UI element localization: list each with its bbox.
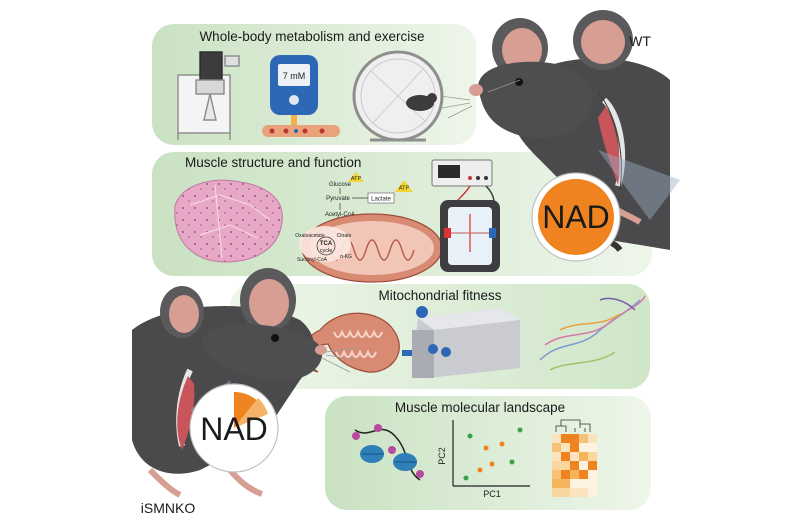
heatmap-cell xyxy=(561,434,570,443)
heatmap-cell xyxy=(579,434,588,443)
heatmap-cell xyxy=(570,470,579,479)
pca-point xyxy=(489,461,495,467)
heatmap-cell xyxy=(561,479,570,488)
label-glucose: Glucose xyxy=(329,182,352,188)
panel-mito: Mitochondrial fitness xyxy=(230,284,650,389)
glucometer-reading: 7 mM xyxy=(283,71,306,81)
panel-title-mito: Mitochondrial fitness xyxy=(378,288,501,303)
wt-nose xyxy=(469,84,483,96)
panel-title-muscle-structure: Muscle structure and function xyxy=(185,155,361,170)
wt-mouse-illustration: WT NAD xyxy=(439,10,680,262)
pca-point xyxy=(477,467,483,473)
panel-molecular: Muscle molecular landscape PC2 PC1 xyxy=(325,396,651,510)
heatmap-cell xyxy=(570,443,579,452)
heatmap-cell xyxy=(552,452,561,461)
chromatin-icon xyxy=(352,424,424,481)
respirometer-icon xyxy=(402,306,520,378)
label-acetyl-coa: Acetyl-CoA xyxy=(325,212,355,218)
heatmap-cell xyxy=(552,461,561,470)
heatmap-cell xyxy=(588,479,597,488)
label-citrate: Citrate xyxy=(337,233,352,239)
pca-point xyxy=(499,441,505,447)
pca-point xyxy=(463,475,469,481)
pca-y-label: PC2 xyxy=(437,447,447,465)
heatmap-cell xyxy=(561,470,570,479)
pca-point xyxy=(483,445,489,451)
pca-x-label: PC1 xyxy=(483,489,501,499)
heatmap-cell xyxy=(561,461,570,470)
heatmap-cell xyxy=(588,434,597,443)
protein-structure-icon xyxy=(539,295,646,371)
label-akg: α-KG xyxy=(340,254,352,260)
ko-nad-label: NAD xyxy=(200,411,268,447)
label-succinyl-coa: Succinyl-CoA xyxy=(297,257,328,263)
label-atp-1: ATP xyxy=(351,176,362,182)
heatmap-cell xyxy=(552,443,561,452)
heatmap-cell xyxy=(552,470,561,479)
atp-burst-icon xyxy=(348,172,364,182)
heatmap-cell xyxy=(552,479,561,488)
panel-muscle-structure: Muscle structure and function Glucose Py… xyxy=(152,152,652,283)
heatmap-cell xyxy=(552,488,561,497)
heatmap-cell xyxy=(552,434,561,443)
heatmap-cell xyxy=(588,452,597,461)
heatmap-cell xyxy=(570,452,579,461)
label-pyruvate: Pyruvate xyxy=(326,196,350,202)
panel-whole-body: Whole-body metabolism and exercise 7 mM xyxy=(152,24,476,145)
panel-title-molecular: Muscle molecular landscape xyxy=(395,400,565,415)
heatmap-cell xyxy=(588,443,597,452)
muscle-tissue-icon xyxy=(174,179,283,263)
heatmap-cell xyxy=(570,488,579,497)
metabolic-pathway: Glucose Pyruvate ATP Lactate Acetyl-CoA … xyxy=(295,172,443,283)
wt-nad-level xyxy=(538,179,614,255)
label-cycle: cycle xyxy=(320,248,333,254)
heatmap-cell xyxy=(579,452,588,461)
heatmap-cell xyxy=(570,434,579,443)
ko-label: iSMNKO xyxy=(141,500,196,516)
panel-title-whole-body: Whole-body metabolism and exercise xyxy=(199,29,424,44)
metabolic-cage-icon xyxy=(177,51,240,140)
pca-plot: PC2 PC1 xyxy=(437,420,530,499)
force-stimulator-icon xyxy=(431,159,500,272)
wt-label: WT xyxy=(629,33,651,49)
heatmap-cell xyxy=(570,479,579,488)
pca-point xyxy=(509,459,515,465)
pca-point xyxy=(467,433,473,439)
heatmap-cell xyxy=(588,470,597,479)
heatmap-cell xyxy=(579,461,588,470)
running-wheel-icon xyxy=(352,50,444,142)
label-lactate: Lactate xyxy=(371,197,391,203)
heatmap-cell xyxy=(588,488,597,497)
heatmap-cell xyxy=(579,479,588,488)
glucometer-icon: 7 mM xyxy=(262,55,340,137)
label-atp-2: ATP xyxy=(399,186,410,192)
label-tca: TCA xyxy=(320,241,333,247)
wt-muscle xyxy=(598,106,620,185)
heatmap-cell xyxy=(579,488,588,497)
atp-burst-icon-2 xyxy=(395,180,413,192)
heatmap-cell xyxy=(579,470,588,479)
heatmap xyxy=(552,419,597,497)
ko-nad-level xyxy=(234,391,260,428)
label-oxaloacetate: Oxaloacetate xyxy=(295,233,325,239)
heatmap-cell xyxy=(561,452,570,461)
heatmap-cell xyxy=(561,488,570,497)
ko-nose xyxy=(315,345,327,355)
heatmap-cell xyxy=(588,461,597,470)
wt-nad-label: NAD xyxy=(542,199,610,235)
heatmap-cell xyxy=(579,443,588,452)
heatmap-cell xyxy=(561,443,570,452)
heatmap-cell xyxy=(570,461,579,470)
pca-point xyxy=(517,427,523,433)
ko-muscle xyxy=(177,376,195,450)
ko-mouse-illustration: iSMNKO NAD xyxy=(132,268,357,516)
